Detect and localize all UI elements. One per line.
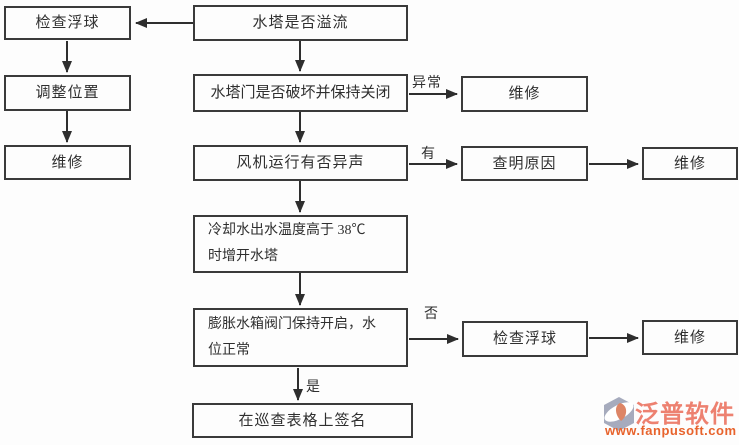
edge-label-yes: 是 [306,380,321,395]
node-find-cause: 查明原因 [461,146,588,181]
watermark-url: www.fanpusoft.com [605,423,737,438]
node-adjust-position: 调整位置 [4,75,131,111]
node-check-float-mid: 检查浮球 [462,321,588,357]
watermark-brand: 泛普软件 [635,401,735,428]
logo-petal [615,403,627,421]
edge-label-has-noise: 有 [421,147,436,162]
node-overflow: 水塔是否溢流 [193,5,408,41]
edge-label-abnormal: 异常 [412,76,442,91]
node-fan: 风机运行有否异声 [193,145,408,181]
node-cooling: 冷却水出水温度高于 38℃ 时增开水塔 [193,215,408,273]
edge-label-no: 否 [424,307,439,322]
node-door: 水塔门是否破坏并保持关闭 [193,74,408,112]
watermark-fanpu: 泛普软件 www.fanpusoft.com [595,390,739,444]
node-repair-fan: 维修 [642,147,738,180]
node-sign: 在巡查表格上签名 [192,403,413,438]
node-repair-float: 维修 [642,320,738,355]
node-repair-left: 维修 [4,145,131,180]
fanpu-logo-icon [604,397,634,431]
node-repair-door: 维修 [461,76,588,112]
node-check-float-top: 检查浮球 [4,6,131,40]
node-expansion: 膨胀水箱阀门保持开启，水 位正常 [193,308,408,367]
